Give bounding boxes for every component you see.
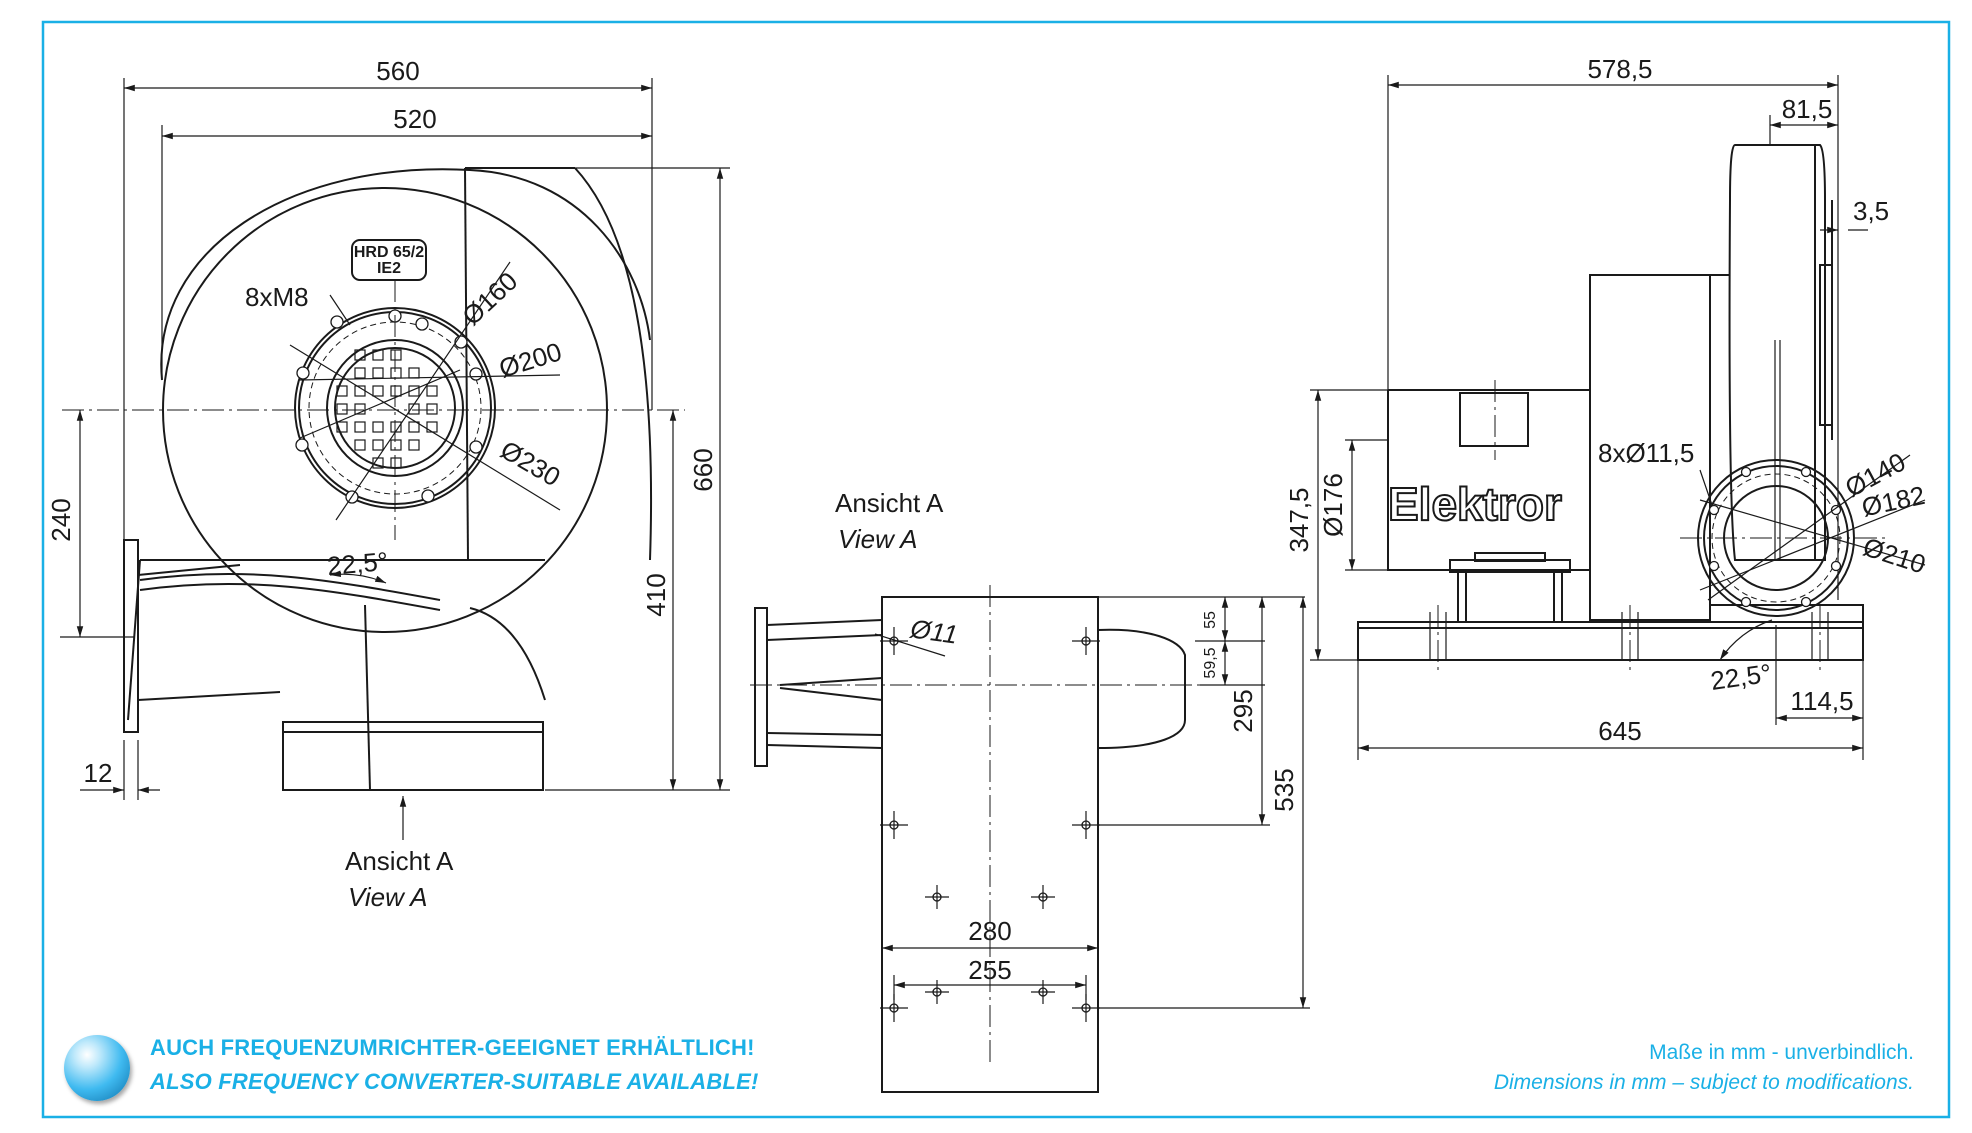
view-a-title-de: Ansicht A xyxy=(835,488,944,518)
dim-view-59-5: 59,5 xyxy=(1202,647,1219,678)
dim-side-645: 645 xyxy=(1598,716,1641,746)
label-front-angle: 22,5° xyxy=(326,546,389,581)
label-dia-11: Ø11 xyxy=(908,613,960,649)
dim-view-295: 295 xyxy=(1228,689,1258,732)
side-view: 578,5 81,5 3,5 xyxy=(1284,54,1929,760)
label-dia-230: Ø230 xyxy=(495,434,565,492)
dim-side-dia-176: Ø176 xyxy=(1318,473,1348,537)
dim-side-81-5: 81,5 xyxy=(1782,94,1833,124)
dim-side-114-5: 114,5 xyxy=(1790,686,1853,716)
dim-front-520: 520 xyxy=(393,104,436,134)
label-dia-200: Ø200 xyxy=(495,336,565,383)
label-front-holes: 8xM8 xyxy=(245,282,309,312)
label-side-holes: 8xØ11,5 xyxy=(1598,438,1694,468)
dim-view-255: 255 xyxy=(968,955,1011,985)
dim-side-578-5: 578,5 xyxy=(1587,54,1652,84)
dim-front-240: 240 xyxy=(46,498,76,541)
plate-line-2: IE2 xyxy=(377,260,401,277)
note-line-1: AUCH FREQUENZUMRICHTER-GEEIGNET ERHÄLTLI… xyxy=(150,1035,755,1060)
dim-front-560: 560 xyxy=(376,56,419,86)
dim-view-280: 280 xyxy=(968,916,1011,946)
dim-view-55: 55 xyxy=(1202,611,1219,629)
view-a-label-en: View A xyxy=(348,882,428,912)
dim-front-410: 410 xyxy=(641,573,671,616)
drawing-border xyxy=(41,20,1951,1119)
dim-front-660: 660 xyxy=(688,448,718,491)
view-a: Ansicht A View A Ø11 55 59,5 xyxy=(750,488,1310,1093)
dim-front-12: 12 xyxy=(84,758,113,788)
dim-view-535: 535 xyxy=(1269,768,1299,811)
front-view: 560 520 xyxy=(46,56,730,912)
plate-line-1: HRD 65/2 xyxy=(354,244,424,261)
label-dia-210: Ø210 xyxy=(1859,531,1929,579)
label-side-angle: 22,5° xyxy=(1709,658,1774,696)
note-line-2: ALSO FREQUENCY CONVERTER-SUITABLE AVAILA… xyxy=(150,1069,759,1094)
view-a-title-en: View A xyxy=(838,524,918,554)
view-a-label-de: Ansicht A xyxy=(345,846,454,876)
dim-side-3-5: 3,5 xyxy=(1853,196,1889,226)
brand-elektror: Elektror xyxy=(1388,478,1562,530)
disclaimer-de: Maße in mm - unverbindlich. xyxy=(1649,1041,1914,1064)
dim-side-347-5: 347,5 xyxy=(1284,487,1314,552)
info-bubble-icon xyxy=(64,1035,130,1101)
disclaimer-en: Dimensions in mm – subject to modificati… xyxy=(1493,1071,1914,1094)
